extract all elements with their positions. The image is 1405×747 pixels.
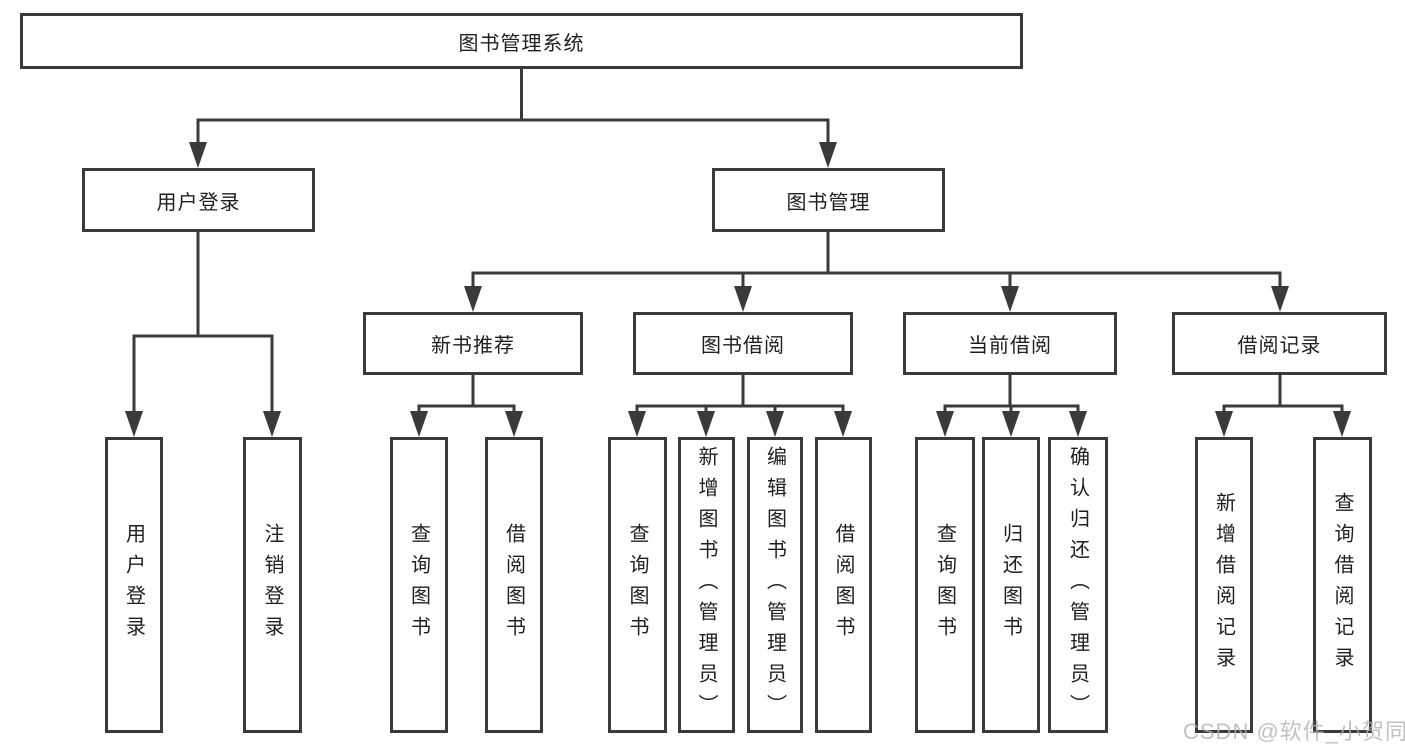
node-user-login: 用户登录 bbox=[82, 168, 315, 232]
leaf-label: 编辑图书（管理员） bbox=[763, 445, 786, 725]
connector-book-borrow-children bbox=[635, 373, 845, 417]
leaf-label: 借阅图书 bbox=[502, 523, 525, 647]
leaf-label: 用户登录 bbox=[122, 523, 145, 647]
node-book-borrow: 图书借阅 bbox=[633, 312, 853, 375]
connector-current-borrow-children bbox=[943, 373, 1080, 417]
arrowheads bbox=[125, 142, 1351, 437]
leaf-label: 查询图书 bbox=[933, 523, 956, 647]
connector-new-book-children bbox=[417, 373, 516, 417]
leaf-label: 查询图书 bbox=[407, 523, 430, 647]
leaf-query-borrow-record: 查询借阅记录 bbox=[1313, 437, 1372, 733]
leaf-query-book-3: 查询图书 bbox=[915, 437, 975, 733]
leaf-label: 新增图书（管理员） bbox=[695, 445, 717, 725]
leaf-label: 确认归还（管理员） bbox=[1066, 445, 1089, 725]
leaf-label: 查询图书 bbox=[626, 523, 648, 647]
leaf-return-book: 归还图书 bbox=[982, 437, 1040, 733]
leaf-query-book-1: 查询图书 bbox=[390, 437, 448, 733]
leaf-logout: 注销登录 bbox=[243, 437, 302, 733]
leaf-edit-book-admin: 编辑图书（管理员） bbox=[747, 437, 803, 733]
node-new-book-recommend: 新书推荐 bbox=[363, 312, 583, 375]
csdn-watermark: CSDN @软件_小贺同学 bbox=[1183, 719, 1405, 744]
leaf-borrow-book-1: 借阅图书 bbox=[485, 437, 543, 733]
leaf-label: 新增借阅记录 bbox=[1212, 492, 1235, 678]
connector-root-to-level2 bbox=[196, 67, 830, 148]
leaf-query-book-2: 查询图书 bbox=[608, 437, 667, 733]
leaf-confirm-return-admin: 确认归还（管理员） bbox=[1048, 437, 1108, 733]
leaf-label: 查询借阅记录 bbox=[1331, 492, 1353, 678]
leaf-label: 借阅图书 bbox=[832, 523, 854, 647]
leaf-label: 归还图书 bbox=[999, 523, 1022, 647]
leaf-user-login: 用户登录 bbox=[105, 437, 163, 733]
leaf-add-borrow-record: 新增借阅记录 bbox=[1195, 437, 1253, 733]
connector-user-login-children bbox=[132, 230, 274, 417]
node-borrow-record: 借阅记录 bbox=[1172, 312, 1387, 375]
node-current-borrow: 当前借阅 bbox=[903, 312, 1117, 375]
leaf-add-book-admin: 新增图书（管理员） bbox=[678, 437, 735, 733]
leaf-borrow-book-2: 借阅图书 bbox=[815, 437, 872, 733]
connector-book-mgmt-children bbox=[471, 230, 1282, 292]
node-root-system: 图书管理系统 bbox=[20, 13, 1023, 69]
node-book-management: 图书管理 bbox=[712, 168, 945, 232]
connector-borrow-record-children bbox=[1222, 373, 1344, 417]
leaf-label: 注销登录 bbox=[261, 523, 283, 647]
